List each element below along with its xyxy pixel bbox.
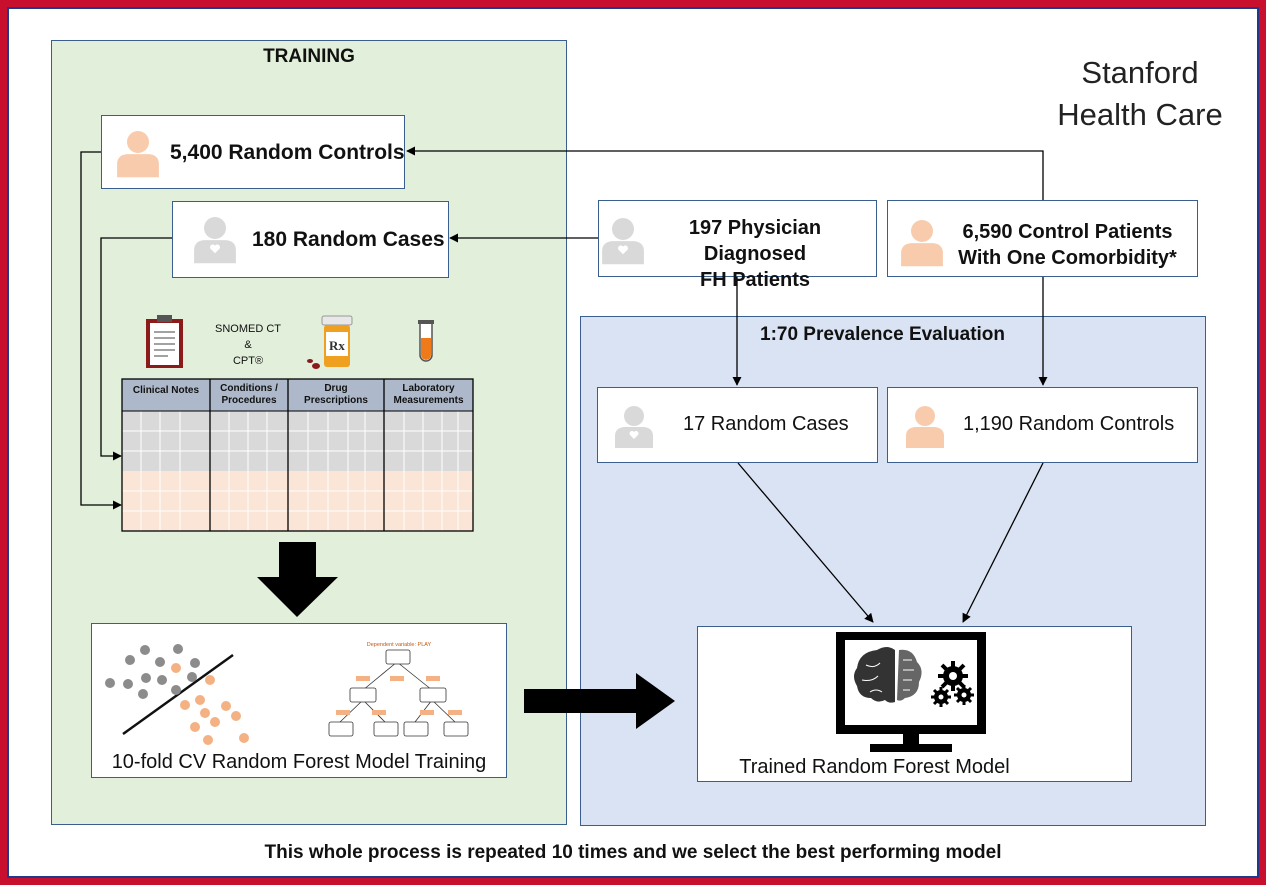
eval-controls-box bbox=[887, 387, 1198, 463]
institution-label: Stanford Health Care bbox=[1030, 52, 1250, 136]
scatter-classification-icon bbox=[105, 644, 249, 745]
col-header-drug: Drug Prescriptions bbox=[288, 383, 384, 406]
decision-tree-icon: Dependent variable: PLAY bbox=[328, 642, 469, 737]
fh-patients-label: 197 Physician Diagnosed FH Patients bbox=[636, 215, 874, 293]
inner-frame bbox=[7, 7, 1259, 878]
fh-person-icon bbox=[602, 218, 644, 265]
feature-table bbox=[121, 378, 474, 532]
col-header-drug-line-1: Drug bbox=[324, 383, 348, 394]
evaluation-title: 1:70 Prevalence Evaluation bbox=[760, 324, 1006, 345]
connector-arrows bbox=[80, 146, 1048, 623]
random-controls-label: 5,400 Random Controls bbox=[170, 141, 405, 164]
fh-patients-line-1: 197 Physician Diagnosed bbox=[688, 217, 822, 265]
col-header-laboratory-line-1: Laboratory bbox=[402, 383, 455, 394]
eval-case-person-icon bbox=[615, 406, 653, 448]
control-patients-line-2: With One Comorbidity* bbox=[958, 247, 1177, 269]
eval-control-person-icon bbox=[906, 406, 944, 448]
cases-to-table-arrow bbox=[100, 237, 172, 461]
gears-icon bbox=[931, 661, 974, 707]
random-cases-label: 180 Random Cases bbox=[252, 228, 445, 251]
training-title: TRAINING bbox=[263, 46, 355, 67]
brain-icon bbox=[854, 647, 922, 703]
test-tube-icon bbox=[418, 320, 434, 362]
svg-text:Rx: Rx bbox=[329, 338, 345, 353]
snomed-line-1: SNOMED CT bbox=[215, 323, 281, 335]
snomed-line-3: CPT® bbox=[232, 354, 264, 367]
random-cases-box bbox=[172, 201, 449, 278]
col-header-laboratory: Laboratory Measurements bbox=[384, 383, 473, 406]
col-header-conditions: Conditions / Procedures bbox=[210, 383, 288, 406]
trained-model-label: Trained Random Forest Model bbox=[739, 756, 1010, 778]
eval-controls-label: 1,190 Random Controls bbox=[963, 413, 1175, 435]
down-block-arrow bbox=[257, 542, 338, 617]
col-header-drug-line-2: Prescriptions bbox=[304, 394, 368, 406]
col-header-laboratory-line-2: Measurements bbox=[393, 394, 464, 406]
col-header-conditions-line-2: Procedures bbox=[221, 394, 277, 406]
controls-source-arrow bbox=[406, 146, 1044, 200]
footer-note: This whole process is repeated 10 times … bbox=[264, 842, 1002, 863]
col-header-conditions-line-1: Conditions / bbox=[220, 383, 278, 394]
right-block-arrow bbox=[524, 673, 675, 729]
eval-cases-to-model-arrow bbox=[737, 462, 874, 623]
institution-line-2: Health Care bbox=[1057, 96, 1223, 132]
controls-to-table-arrow bbox=[80, 151, 122, 510]
eval-controls-to-model-arrow bbox=[962, 462, 1044, 623]
model-training-label: 10-fold CV Random Forest Model Training bbox=[111, 751, 487, 773]
eval-cases-label: 17 Random Cases bbox=[683, 413, 849, 435]
clipboard-icon bbox=[146, 315, 183, 368]
control-person-icon bbox=[117, 131, 159, 178]
col-header-clinical-notes-text: Clinical Notes bbox=[132, 385, 200, 396]
control-patients-line-1: 6,590 Control Patients bbox=[962, 221, 1173, 243]
control-patients-label: 6,590 Control Patients With One Comorbid… bbox=[950, 219, 1185, 271]
case-person-icon bbox=[194, 217, 236, 264]
col-header-clinical-notes: Clinical Notes bbox=[122, 385, 210, 397]
snomed-line-2: & bbox=[244, 338, 252, 351]
tree-title: Dependent variable: PLAY bbox=[367, 642, 432, 648]
fh-patients-box bbox=[598, 200, 877, 277]
fh-patients-line-2: FH Patients bbox=[699, 269, 811, 291]
control-patients-person-icon bbox=[901, 220, 943, 267]
eval-cases-box bbox=[597, 387, 878, 463]
pill-bottle-icon: Rx bbox=[307, 315, 353, 369]
institution-line-1: Stanford bbox=[1081, 55, 1199, 90]
snomed-label: SNOMED CT & CPT® bbox=[208, 322, 288, 370]
